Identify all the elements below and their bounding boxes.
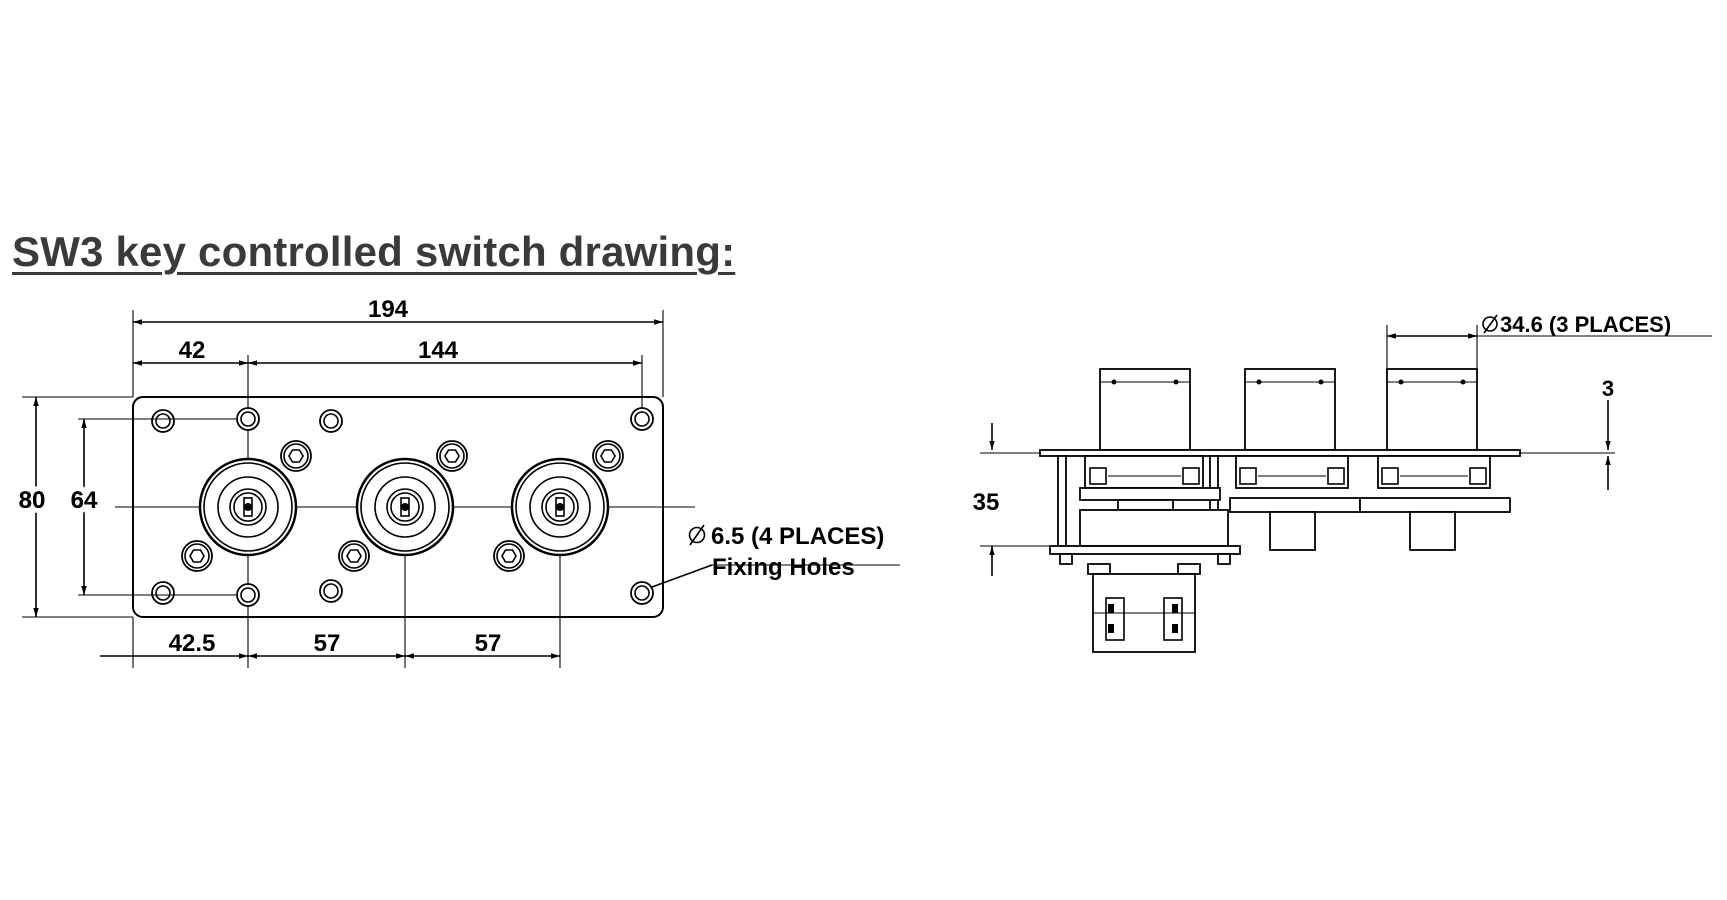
dim-hole-offset: 42 (179, 337, 206, 364)
dim-hole-spacing: 144 (418, 337, 459, 364)
fixing-hole-top (236, 407, 260, 431)
dim-overall-height: 80 (19, 487, 46, 514)
dim-switch-diameter: 34.6 (3 PLACES) (1500, 312, 1671, 337)
fixing-hole-bottom-right (630, 581, 654, 605)
key-switch-3 (510, 457, 610, 557)
dim-overall-width: 194 (368, 296, 409, 323)
key-barrel-3 (1386, 368, 1478, 451)
fixing-hole-diameter: 6.5 (4 PLACES) (711, 523, 884, 550)
diameter-symbol (688, 524, 706, 546)
key-barrel-1 (1099, 368, 1191, 451)
dim-first-switch: 42.5 (169, 630, 216, 657)
hex-bolt (493, 540, 525, 572)
dim-switch-pitch-2: 57 (475, 630, 502, 657)
screw-bottom (319, 579, 343, 603)
fixing-hole-bottom (236, 583, 260, 607)
side-view: 34.6 (3 PLACES) 3 35 (973, 312, 1712, 653)
hex-bolt (181, 540, 213, 572)
switch-body-2 (1229, 455, 1361, 551)
switch-body-1 (1049, 455, 1241, 653)
key-switch-2 (355, 457, 455, 557)
hex-bolt (280, 440, 312, 472)
fixing-hole-bottom-left (151, 581, 175, 605)
front-view: 194 42 144 80 80 64 64 42.5 57 57 6. (14, 296, 900, 668)
dim-hole-vertical: 64 (71, 487, 98, 514)
fixing-hole-label: Fixing Holes (712, 554, 855, 581)
leader-line (651, 564, 713, 588)
fixing-hole-top-left (151, 409, 175, 433)
page-title: SW3 key controlled switch drawing: (12, 228, 736, 275)
key-barrel-2 (1244, 368, 1336, 451)
diameter-symbol (1482, 314, 1498, 334)
dim-depth: 35 (973, 489, 1000, 516)
dim-switch-pitch-1: 57 (314, 630, 341, 657)
dim-plate-thickness: 3 (1602, 376, 1614, 401)
hex-bolt (592, 440, 624, 472)
fixing-hole-top-right (630, 407, 654, 431)
switch-body-3 (1359, 455, 1511, 551)
key-switch-1 (198, 457, 298, 557)
hex-bolt (338, 540, 370, 572)
svg-text:80: 80 (19, 487, 46, 514)
hex-bolt (436, 440, 468, 472)
screw-top (319, 409, 343, 433)
